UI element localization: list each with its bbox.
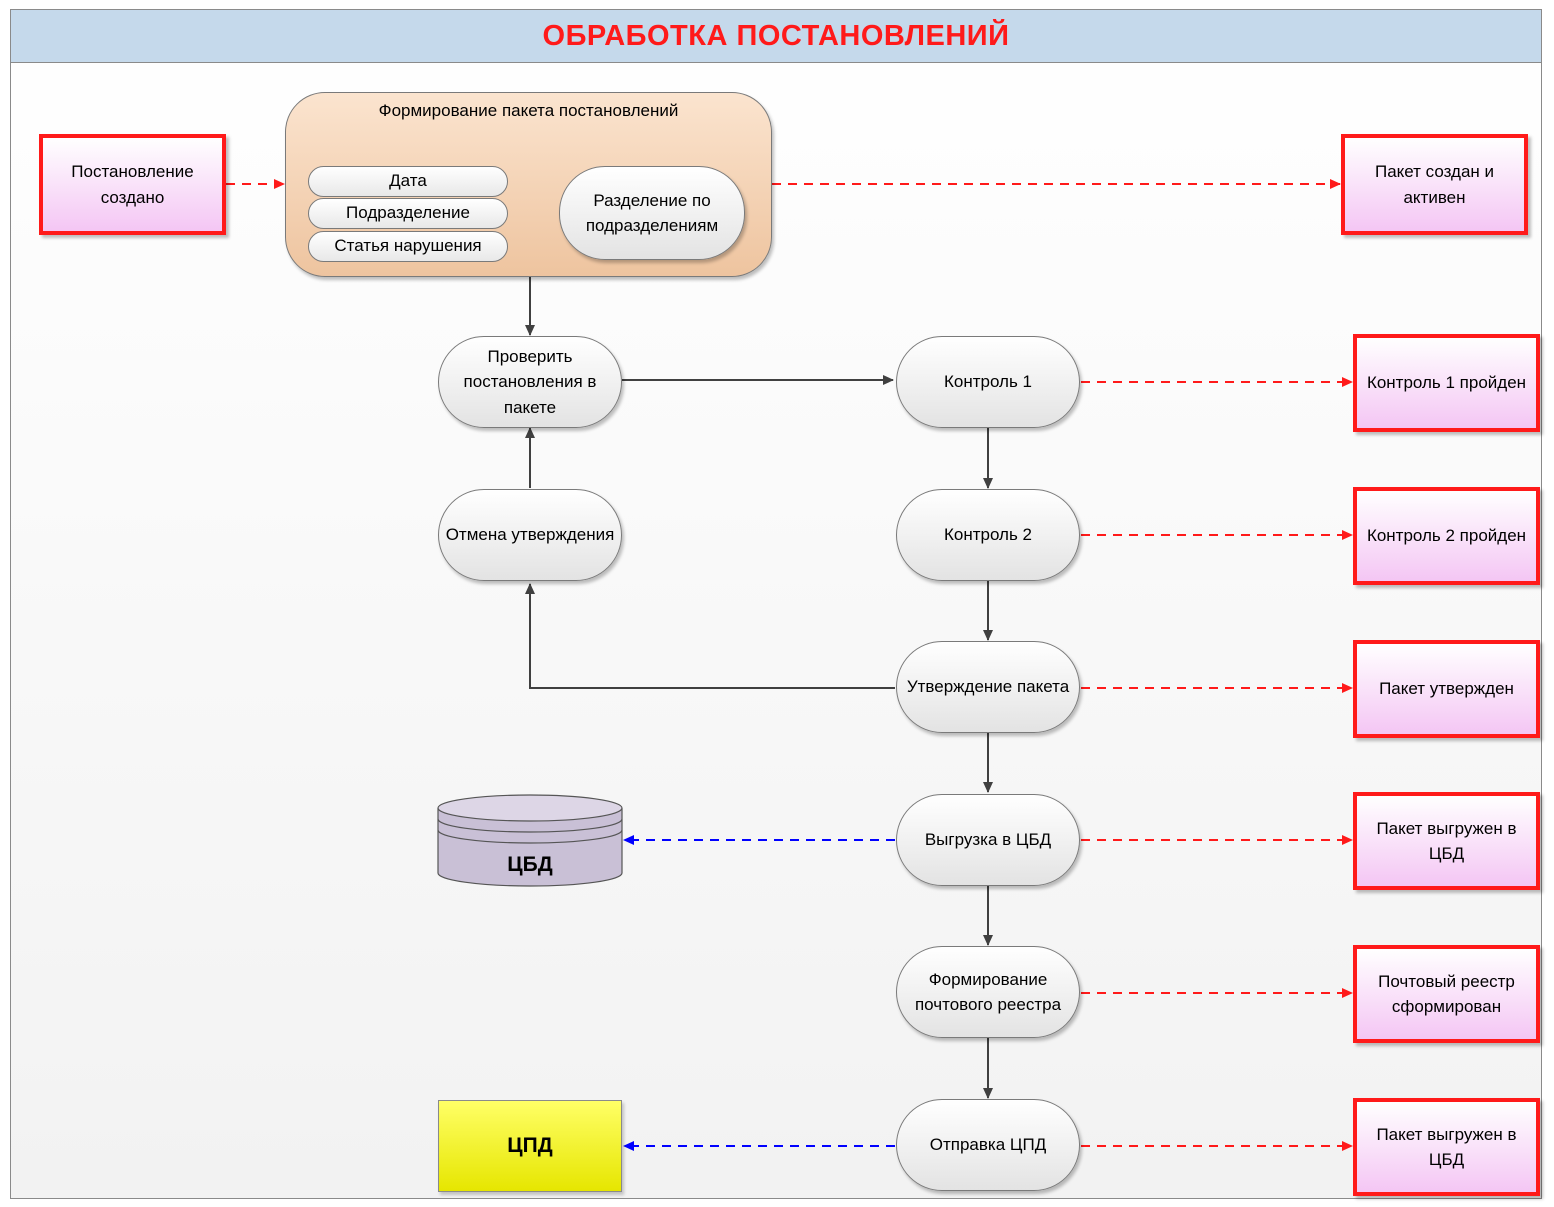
process-control-2: Контроль 2 bbox=[896, 489, 1080, 581]
event-label: Почтовый реестр сформирован bbox=[1378, 971, 1515, 1017]
process-label: Выгрузка в ЦБД bbox=[924, 830, 1052, 850]
process-form-postal-registry: Формирование почтового реестра bbox=[896, 946, 1080, 1038]
system-cpd-label: ЦПД bbox=[507, 1134, 553, 1157]
database-cylinder bbox=[437, 794, 623, 887]
event-kontrol2-proiden: Контроль 2 пройден bbox=[1353, 487, 1540, 585]
event-label: Пакет выгружен в ЦБД bbox=[1376, 1124, 1517, 1170]
event-kontrol1-proiden: Контроль 1 пройден bbox=[1353, 334, 1540, 432]
process-label: Разделение по подразделениям bbox=[585, 190, 719, 236]
process-export-to-cbd: Выгрузка в ЦБД bbox=[896, 794, 1080, 886]
event-label: Пакет утвержден bbox=[1379, 679, 1514, 699]
package-formation-container: Формирование пакета постановлений Дата П… bbox=[285, 92, 772, 277]
process-label: Утверждение пакета bbox=[906, 677, 1070, 697]
split-by-department-process: Разделение по подразделениям bbox=[559, 166, 745, 260]
process-send-cpd: Отправка ЦПД bbox=[896, 1099, 1080, 1191]
process-cancel-approval: Отмена утверждения bbox=[438, 489, 622, 581]
diagram-header: ОБРАБОТКА ПОСТАНОВЛЕНИЙ bbox=[10, 9, 1542, 63]
criterion-date: Дата bbox=[308, 166, 508, 197]
arrow-approve-to-cancel bbox=[525, 583, 895, 689]
process-label: Контроль 2 bbox=[943, 525, 1033, 545]
process-label: Проверить постановления в пакете bbox=[463, 346, 597, 417]
process-label: Отмена утверждения bbox=[445, 525, 615, 545]
container-title: Формирование пакета постановлений bbox=[378, 101, 679, 120]
database-cbd-label: ЦБД bbox=[507, 853, 553, 876]
event-paket-vygruzhen-cbd: Пакет выгружен в ЦБД bbox=[1353, 792, 1540, 890]
diagram-frame bbox=[10, 9, 1542, 1199]
event-label: Контроль 2 пройден bbox=[1366, 526, 1527, 546]
event-label: Пакет выгружен в ЦБД bbox=[1376, 818, 1517, 864]
event-postanovlenie-sozdano: Постановление создано bbox=[39, 134, 226, 235]
diagram-title: ОБРАБОТКА ПОСТАНОВЛЕНИЙ bbox=[542, 19, 1010, 52]
event-label: Контроль 1 пройден bbox=[1366, 373, 1527, 393]
process-control-1: Контроль 1 bbox=[896, 336, 1080, 428]
criterion-violation-article: Статья нарушения bbox=[308, 231, 508, 262]
process-check-in-package: Проверить постановления в пакете bbox=[438, 336, 622, 428]
process-label: Отправка ЦПД bbox=[929, 1135, 1047, 1155]
event-flow-arrows bbox=[226, 179, 1353, 1151]
process-approve-package: Утверждение пакета bbox=[896, 641, 1080, 733]
system-cpd-box: ЦПД bbox=[438, 1100, 622, 1192]
process-label: Контроль 1 bbox=[943, 372, 1033, 392]
event-label: Постановление создано bbox=[71, 162, 194, 207]
event-pochtovyi-reestr: Почтовый реестр сформирован bbox=[1353, 945, 1540, 1043]
event-label: Пакет создан и активен bbox=[1374, 162, 1495, 207]
control-flow-arrows bbox=[525, 277, 993, 1099]
process-label: Формирование почтового реестра bbox=[914, 969, 1062, 1015]
data-flow-arrows bbox=[623, 835, 895, 1151]
criterion-department: Подразделение bbox=[308, 198, 508, 229]
event-paket-vygruzhen-cpd: Пакет выгружен в ЦБД bbox=[1353, 1098, 1540, 1196]
event-paket-utverzhden: Пакет утвержден bbox=[1353, 640, 1540, 738]
event-paket-sozdan: Пакет создан и активен bbox=[1341, 134, 1528, 235]
